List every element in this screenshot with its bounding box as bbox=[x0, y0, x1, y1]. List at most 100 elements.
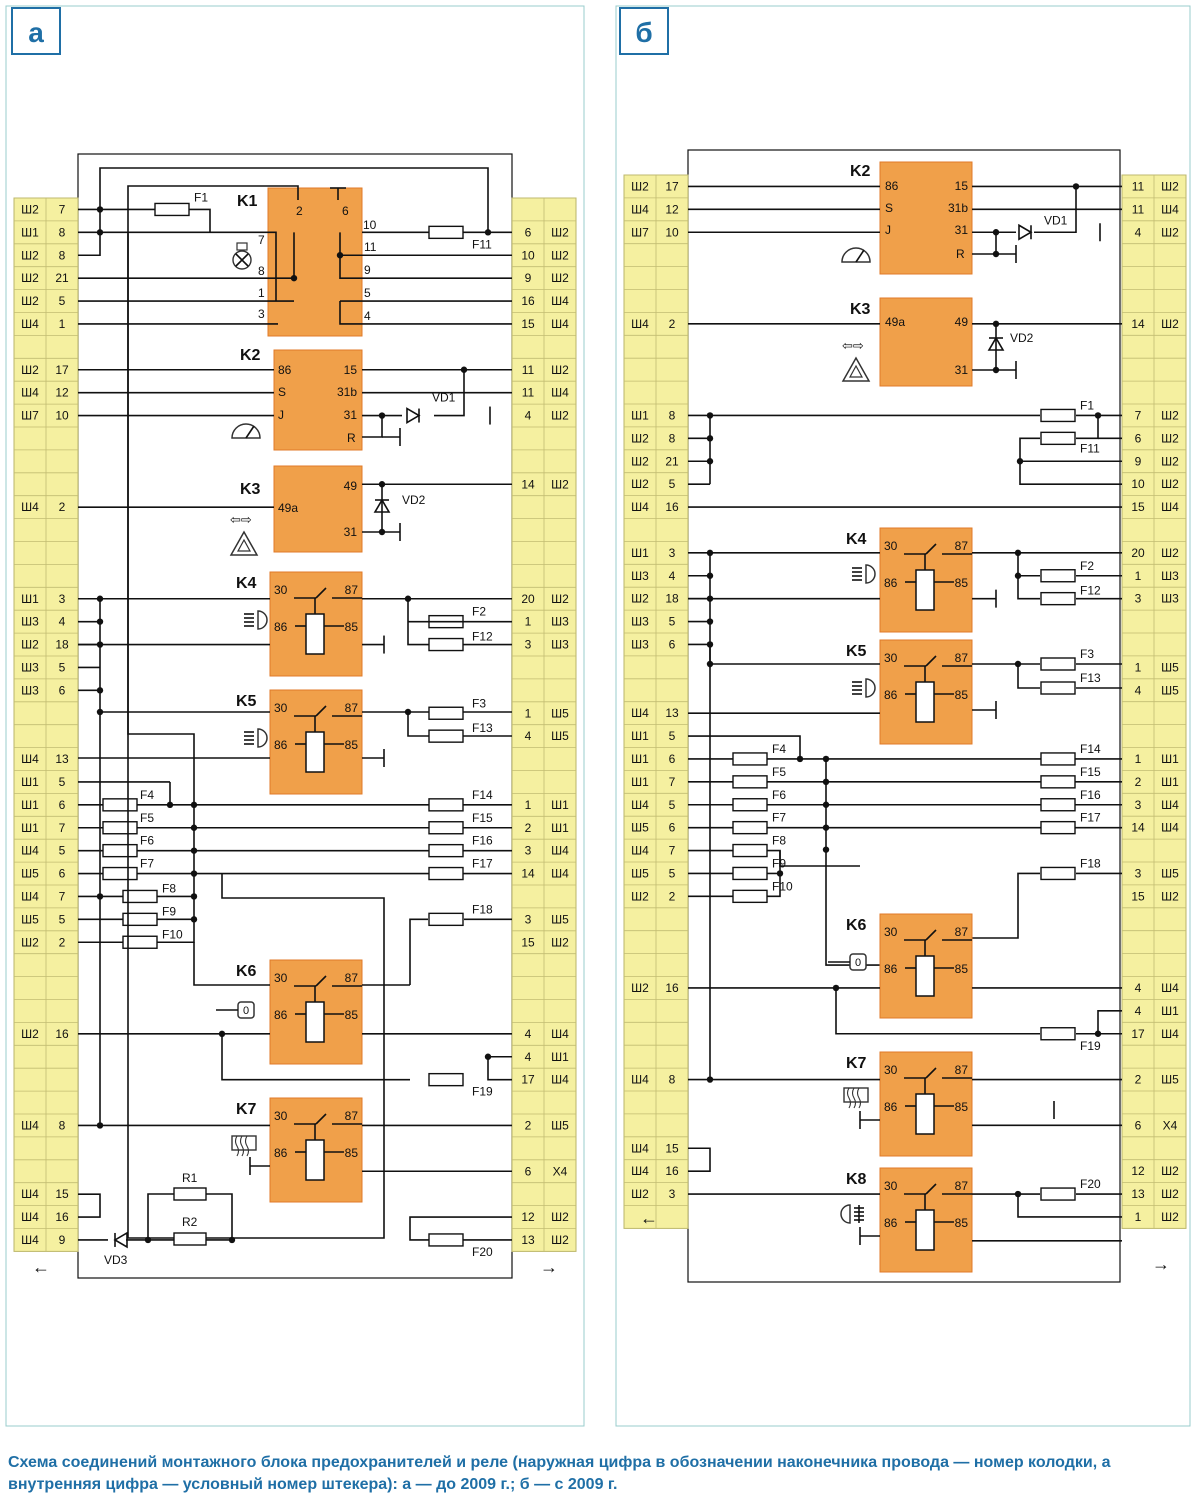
left-connector-pin: 7 bbox=[669, 844, 676, 858]
pin-87: 87 bbox=[345, 1109, 359, 1123]
right-connector-pin: 1 bbox=[1135, 1210, 1142, 1224]
left-connector-block: Ш4 bbox=[21, 1233, 39, 1247]
junction-dot bbox=[706, 641, 714, 648]
heat-wave bbox=[851, 1087, 857, 1109]
right-connector-block: Ш4 bbox=[551, 867, 569, 881]
junction-dot bbox=[1014, 572, 1022, 579]
fuse bbox=[428, 225, 464, 240]
left-connector-block: Ш4 bbox=[631, 500, 649, 514]
fuse-label: F17 bbox=[1080, 811, 1101, 825]
k1-pin: 1 bbox=[258, 286, 265, 300]
right-connector-block: Ш5 bbox=[551, 729, 569, 743]
key-position: 0 bbox=[855, 957, 861, 969]
left-connector-block: Ш1 bbox=[21, 775, 39, 789]
resistor-r1 bbox=[173, 1187, 207, 1201]
right-connector-pin: 2 bbox=[525, 1118, 532, 1132]
right-connector-block: Ш2 bbox=[1161, 1210, 1179, 1224]
fuse-label: F5 bbox=[140, 811, 154, 825]
left-connector-pin: 21 bbox=[665, 454, 679, 468]
fuse-label: F2 bbox=[472, 605, 486, 619]
fuse bbox=[1040, 798, 1076, 812]
fuse-label: F11 bbox=[472, 237, 492, 251]
diode-label: VD2 bbox=[402, 493, 426, 507]
right-connector-block: Ш3 bbox=[551, 615, 569, 629]
wiper-icon bbox=[841, 247, 871, 263]
arrow-left: ← bbox=[640, 1208, 658, 1228]
right-connector-block: Ш4 bbox=[551, 294, 569, 308]
fuse bbox=[428, 843, 464, 858]
fuse bbox=[1040, 866, 1076, 881]
fuse-label: F6 bbox=[772, 788, 786, 802]
pin-86: 86 bbox=[274, 620, 288, 634]
left-connector-block: Ш4 bbox=[631, 202, 649, 216]
fuse bbox=[428, 729, 464, 743]
right-connector-pin: 6 bbox=[1135, 1118, 1142, 1132]
right-connector-block: Ш1 bbox=[1161, 752, 1179, 766]
pin-30: 30 bbox=[884, 539, 898, 553]
left-connector-block: Ш5 bbox=[631, 866, 649, 880]
right-connector-pin: 20 bbox=[1131, 546, 1145, 560]
right-connector-pin: 12 bbox=[521, 1210, 535, 1224]
left-connector-block: Ш1 bbox=[631, 775, 649, 789]
label: S bbox=[278, 385, 286, 399]
fuse bbox=[102, 866, 138, 881]
junction-dot bbox=[706, 660, 714, 668]
left-connector-block: Ш7 bbox=[631, 225, 649, 239]
left-connector-block: Ш3 bbox=[631, 569, 649, 583]
relay-k5-label: K5 bbox=[846, 643, 867, 660]
resistor-label: R1 bbox=[182, 1171, 198, 1185]
pin-87: 87 bbox=[955, 1063, 969, 1077]
left-connector-pin: 18 bbox=[665, 592, 679, 606]
relay-k3-label: K3 bbox=[240, 481, 261, 498]
wire bbox=[1017, 552, 1040, 600]
right-connector-block: Ш4 bbox=[551, 386, 569, 400]
left-connector-pin: 3 bbox=[669, 546, 676, 560]
left-connector-block: Ш2 bbox=[631, 592, 649, 606]
right-connector-block: Ш2 bbox=[551, 1210, 569, 1224]
hazard-icon-inner bbox=[848, 364, 864, 378]
right-connector-block: Ш2 bbox=[1161, 889, 1179, 903]
headlight-icon bbox=[257, 610, 268, 630]
left-connector-block: Ш3 bbox=[631, 615, 649, 629]
left-connector-block: Ш3 bbox=[21, 615, 39, 629]
right-connector-block: Ш5 bbox=[551, 1118, 569, 1132]
k1-pin: 8 bbox=[258, 264, 265, 278]
pin-86: 86 bbox=[884, 1100, 898, 1114]
left-connector-pin: 6 bbox=[59, 867, 66, 881]
label: 15 bbox=[344, 363, 358, 377]
left-connector-block: Ш4 bbox=[631, 1073, 649, 1087]
wire bbox=[972, 872, 1040, 939]
pin-30: 30 bbox=[274, 1109, 288, 1123]
left-connector-block: Ш2 bbox=[21, 935, 39, 949]
left-connector-block: Ш5 bbox=[631, 821, 649, 835]
junction-dot bbox=[190, 870, 198, 877]
right-connector-block: Ш4 bbox=[551, 844, 569, 858]
turn-arrows-icon: ⇦⇨ bbox=[842, 338, 864, 353]
fuse bbox=[428, 706, 464, 720]
right-connector-pin: 1 bbox=[1135, 752, 1142, 766]
label: 31b bbox=[948, 201, 968, 215]
diode-icon bbox=[1018, 223, 1033, 241]
right-connector-pin: 9 bbox=[1135, 454, 1142, 468]
right-connector-block: Ш4 bbox=[551, 1027, 569, 1041]
right-connector-pin: 3 bbox=[1135, 866, 1142, 880]
right-connector-pin: 1 bbox=[1135, 660, 1142, 674]
panel-b-label: б bbox=[635, 17, 652, 48]
right-connector-pin: 15 bbox=[521, 935, 535, 949]
wire bbox=[78, 1193, 101, 1218]
right-connector-block: Ш4 bbox=[1161, 1027, 1179, 1041]
fuse-label: F19 bbox=[1080, 1039, 1101, 1053]
fuse bbox=[732, 798, 768, 812]
panel-a-label-box bbox=[11, 7, 61, 55]
left-connector-pin: 12 bbox=[665, 202, 679, 216]
pin-86: 86 bbox=[274, 738, 288, 752]
right-connector-block: Ш2 bbox=[1161, 1164, 1179, 1178]
right-connector-block: Ш3 bbox=[1161, 592, 1179, 606]
fuse bbox=[1040, 681, 1076, 695]
right-connector-block: Ш2 bbox=[1161, 454, 1179, 468]
right-connector-block: Ш2 bbox=[551, 409, 569, 423]
relay-switch bbox=[925, 543, 937, 555]
left-connector-pin: 5 bbox=[669, 615, 676, 629]
fuse-label: F15 bbox=[472, 811, 493, 825]
relay-k2-body bbox=[273, 349, 363, 451]
